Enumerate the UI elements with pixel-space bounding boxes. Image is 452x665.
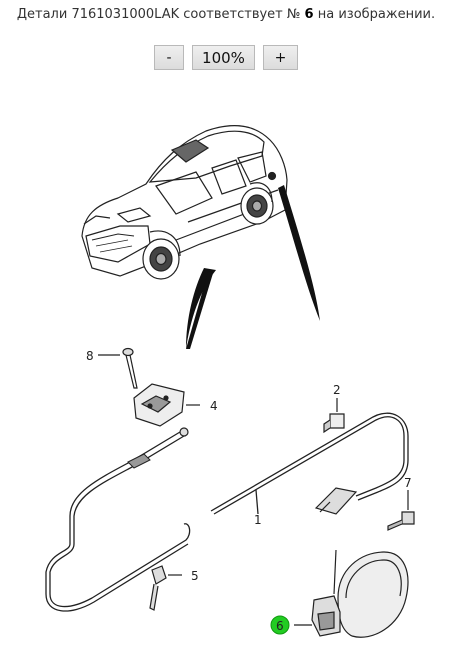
zoom-out-button[interactable]: - [154, 45, 184, 70]
part-6-fuel-door [294, 549, 409, 638]
caption-prefix: Детали 7161031000LAK соответствует № [16, 7, 301, 22]
part-5-pin [149, 565, 182, 611]
part-7-screw [387, 490, 415, 531]
part-4-bracket [133, 383, 200, 427]
caption-part-number: 6 [304, 7, 314, 22]
part-8-bolt [98, 347, 138, 389]
callout-6-highlight [270, 615, 290, 635]
callout-8: 8 [86, 349, 94, 363]
swoosh-graphics [186, 185, 320, 349]
zoom-in-button[interactable]: + [263, 45, 298, 70]
callout-1: 1 [254, 513, 262, 527]
callout-2: 2 [333, 383, 341, 397]
zoom-controls: - 100% + [0, 45, 452, 70]
callout-7: 7 [404, 476, 412, 490]
part-caption: Детали 7161031000LAK соответствует № 6 н… [0, 7, 452, 22]
callout-5: 5 [191, 569, 199, 583]
part-2-clip [323, 398, 345, 434]
part-1-cable [45, 412, 409, 612]
callout-6[interactable]: 6 [276, 619, 284, 633]
caption-suffix: на изображении. [317, 7, 436, 22]
zoom-level-button[interactable]: 100% [192, 45, 255, 70]
car-illustration [81, 125, 288, 280]
callout-4: 4 [210, 399, 218, 413]
